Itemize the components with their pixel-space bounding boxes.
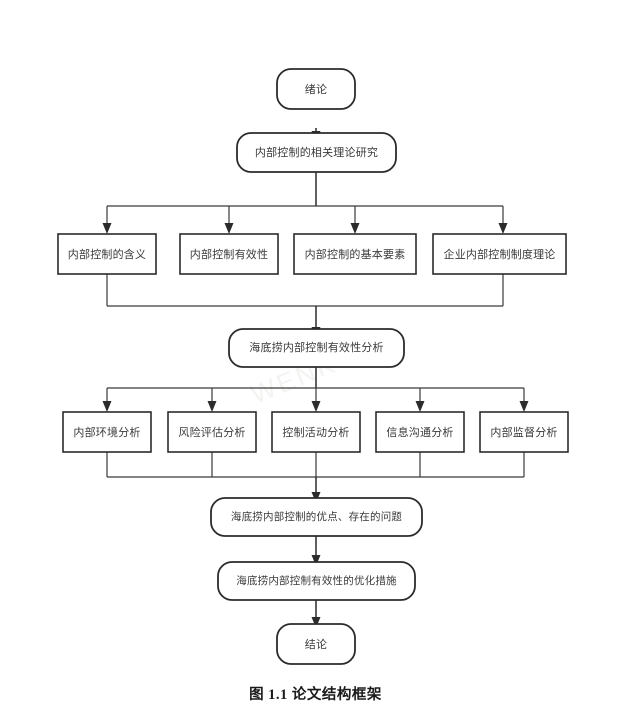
node-risk-assessment[interactable]: 风险评估分析: [167, 411, 257, 453]
edge-n13-n14: [311, 536, 321, 566]
edge-bus-level5: [102, 367, 529, 412]
figure-caption: 图 1.1 论文结构框架: [249, 687, 382, 703]
node-advantages-and-problems-label: 海底捞内部控制的优点、存在的问题: [231, 510, 402, 523]
node-risk-assessment-label: 风险评估分析: [178, 425, 245, 439]
node-introduction-label: 绪论: [305, 82, 327, 96]
node-control-meaning-label: 内部控制的含义: [68, 247, 146, 261]
node-control-effectiveness[interactable]: 内部控制有效性: [179, 233, 279, 275]
node-control-meaning[interactable]: 内部控制的含义: [57, 233, 157, 275]
node-control-activities-label: 控制活动分析: [282, 425, 349, 439]
node-information-communication-label: 信息沟通分析: [386, 425, 453, 439]
node-enterprise-system-theory-label: 企业内部控制制度理论: [444, 247, 556, 261]
node-internal-environment[interactable]: 内部环境分析: [62, 411, 152, 453]
node-haidilao-effectiveness-analysis-label: 海底捞内部控制有效性分析: [249, 340, 383, 354]
node-control-elements-label: 内部控制的基本要素: [305, 247, 406, 261]
node-conclusion-label: 结论: [305, 637, 327, 651]
node-advantages-and-problems[interactable]: 海底捞内部控制的优点、存在的问题: [210, 497, 423, 537]
node-optimization-measures-label: 海底捞内部控制有效性的优化措施: [236, 574, 397, 587]
edge-bus-level3: [102, 172, 508, 234]
edge-n14-n15: [311, 600, 321, 628]
node-optimization-measures[interactable]: 海底捞内部控制有效性的优化措施: [217, 561, 416, 601]
node-control-activities[interactable]: 控制活动分析: [271, 411, 361, 453]
node-introduction[interactable]: 绪论: [276, 68, 356, 110]
node-conclusion[interactable]: 结论: [276, 623, 356, 665]
node-internal-supervision[interactable]: 内部监督分析: [479, 411, 569, 453]
node-internal-control-theory[interactable]: 内部控制的相关理论研究: [236, 132, 397, 173]
edge-merge-level5: [106, 452, 525, 503]
node-enterprise-system-theory[interactable]: 企业内部控制制度理论: [432, 233, 567, 275]
node-control-elements[interactable]: 内部控制的基本要素: [293, 233, 417, 275]
node-information-communication[interactable]: 信息沟通分析: [375, 411, 465, 453]
node-haidilao-effectiveness-analysis[interactable]: 海底捞内部控制有效性分析: [228, 328, 405, 368]
node-internal-supervision-label: 内部监督分析: [490, 425, 557, 439]
node-control-effectiveness-label: 内部控制有效性: [190, 247, 268, 261]
node-internal-environment-label: 内部环境分析: [73, 425, 140, 439]
node-internal-control-theory-label: 内部控制的相关理论研究: [255, 145, 378, 159]
